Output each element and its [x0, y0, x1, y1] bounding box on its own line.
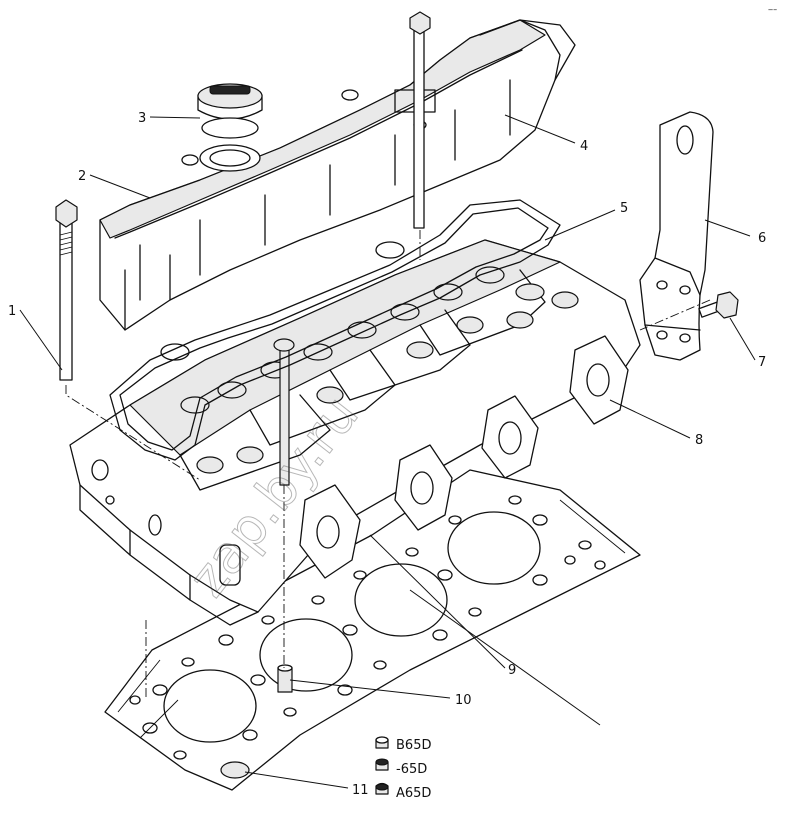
callout-6: 6 — [758, 231, 766, 246]
cylinder-head — [69, 239, 641, 626]
callout-8: 8 — [695, 433, 703, 448]
gasket-variant-icons — [375, 736, 389, 795]
variant-a65d: A65D — [396, 786, 431, 801]
corner-mark: ‒– — [768, 5, 777, 14]
callout-11: 11 — [352, 783, 369, 798]
callout-10: 10 — [455, 693, 472, 708]
callout-7: 7 — [758, 355, 766, 370]
callout-1: 1 — [8, 304, 16, 319]
valve-cover — [99, 19, 576, 331]
callout-3: 3 — [138, 111, 146, 126]
callout-5: 5 — [620, 201, 628, 216]
callouts: 1 2 3 4 5 6 7 8 9 10 11 B65D -65D A65D ‒… — [8, 5, 777, 801]
valve-cover-bolt — [409, 11, 431, 229]
leader-lines — [19, 114, 756, 789]
valve-cover-gasket — [109, 199, 561, 461]
oil-filler-cap — [197, 83, 263, 139]
lifting-bracket — [639, 111, 714, 361]
callout-9: 9 — [508, 663, 516, 678]
centerlines — [65, 230, 711, 700]
head-bolt — [55, 199, 78, 381]
bracket-bolt — [698, 291, 739, 319]
variant-b65d: B65D — [396, 738, 431, 753]
callout-2: 2 — [78, 169, 86, 184]
variant-65d: -65D — [396, 762, 427, 777]
callout-4: 4 — [580, 139, 588, 154]
